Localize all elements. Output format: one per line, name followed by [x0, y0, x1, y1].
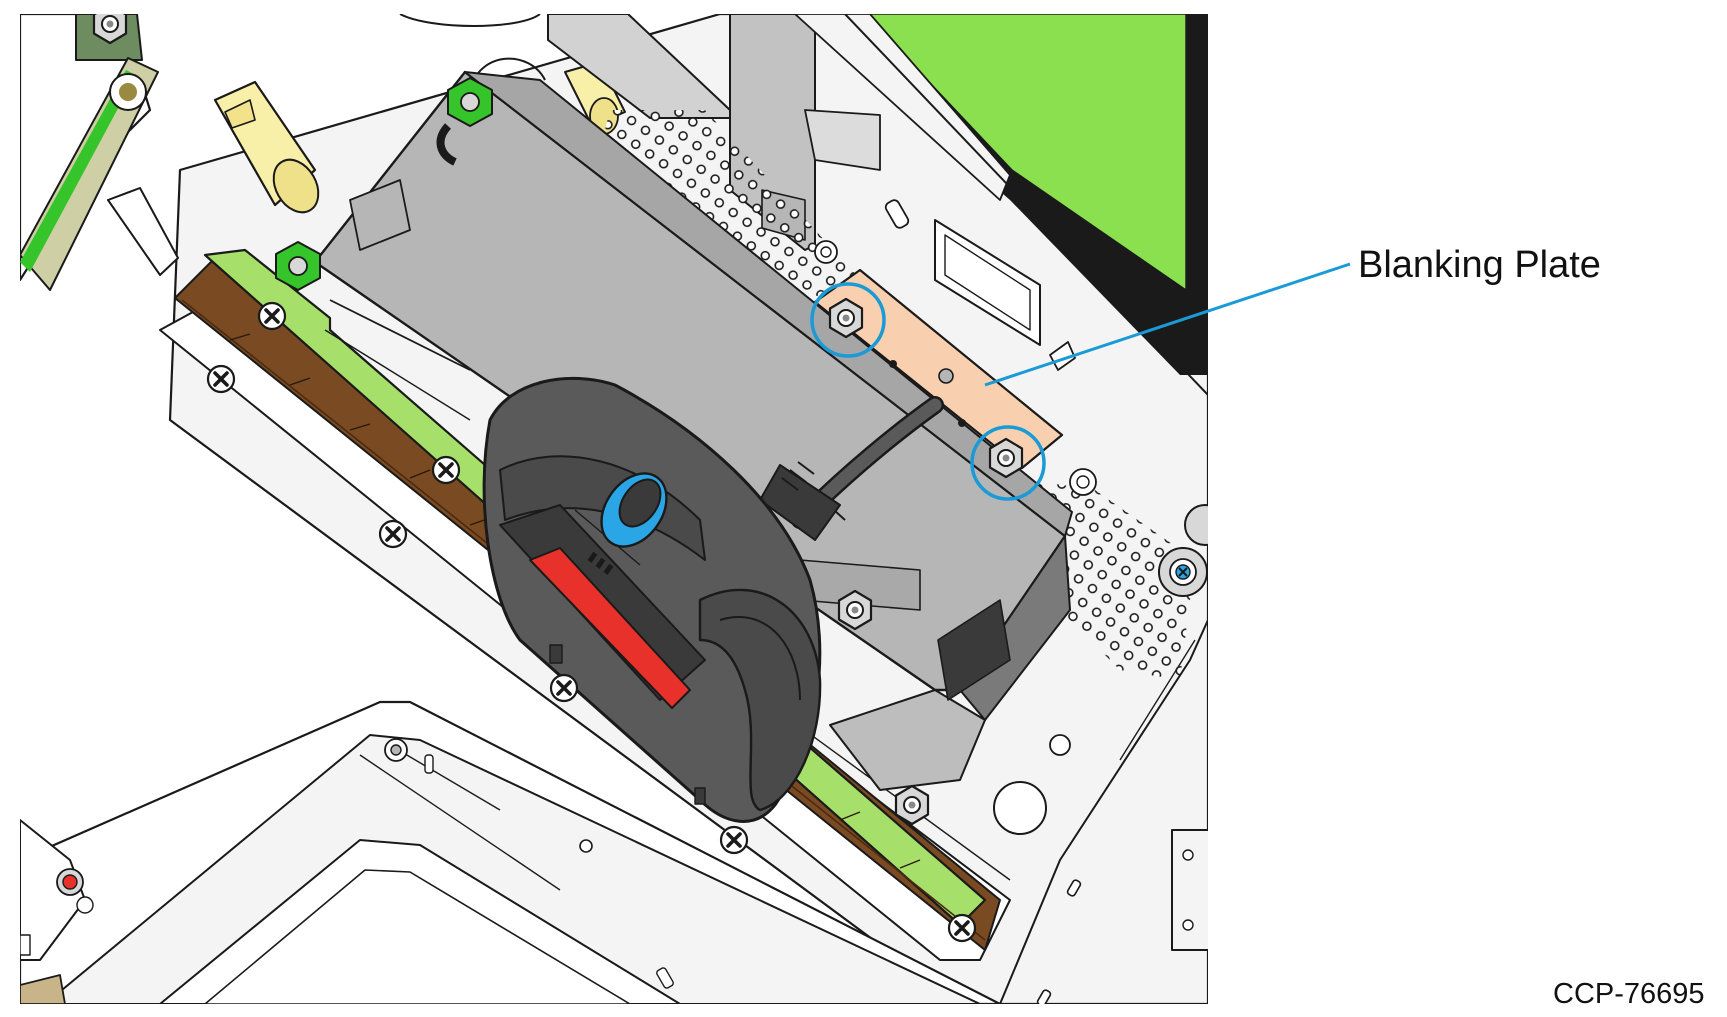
display-screen — [794, 14, 1208, 396]
left-hinge-bracket — [20, 14, 179, 291]
blanking-plate — [813, 268, 1064, 479]
blanking-plate-label: Blanking Plate — [1358, 244, 1601, 286]
right-fasteners — [814, 240, 1208, 1004]
scanner-cable — [759, 396, 944, 541]
callout-leader-line — [984, 262, 1351, 387]
frame-cutouts — [884, 199, 1076, 371]
barcode-scanner — [482, 376, 822, 823]
lower-left-bracket — [20, 819, 94, 1004]
figure-id-label: CCP-76695 — [1553, 978, 1705, 1010]
highlight-circle-lower-nut — [970, 425, 1046, 501]
green-nuts — [275, 77, 493, 291]
blanking-plate-callout — [810, 262, 1351, 501]
scanner-trigger-button — [600, 472, 668, 548]
lower-cabinet-frame — [20, 700, 1002, 1004]
highlight-circle-upper-nut — [810, 282, 886, 358]
